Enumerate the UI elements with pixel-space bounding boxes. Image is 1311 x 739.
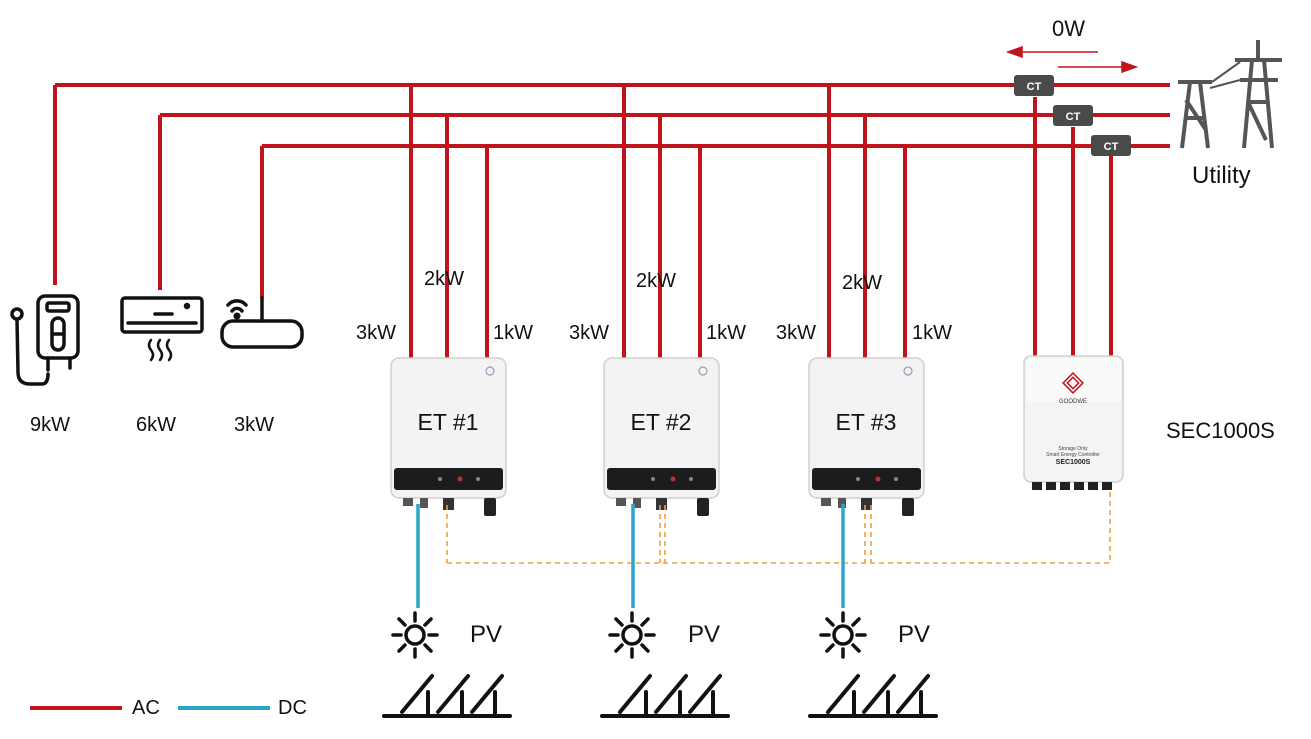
dc-lines — [416, 504, 845, 608]
et1-title: ET #1 — [417, 409, 479, 435]
sun-icon-1 — [391, 611, 439, 659]
et1-phase-l3-label: 1kW — [493, 322, 533, 344]
smart-energy-controller: GOODWE Storage Only Smart Energy Control… — [1023, 355, 1124, 490]
power-tower-icon — [1178, 40, 1282, 149]
water-heater-icon — [10, 294, 80, 386]
ac-bus-lines — [53, 83, 1170, 358]
ct-label-3: CT — [1104, 141, 1119, 153]
et3-pv-label: PV — [898, 621, 931, 648]
ct-sensor-2: CT — [1053, 105, 1093, 126]
et1-pv-label: PV — [470, 621, 503, 648]
load-label-router: 3kW — [234, 414, 274, 436]
ct-sensor-3: CT — [1091, 135, 1131, 156]
solar-panel-icon-3 — [808, 674, 938, 718]
ct-label-1: CT — [1027, 81, 1042, 93]
et2-phase-l1-label: 3kW — [569, 322, 609, 344]
et2-pv-label: PV — [688, 621, 721, 648]
sun-icon-3 — [819, 611, 867, 659]
sun-icon-2 — [608, 611, 656, 659]
et1-phase-l2-label: 2kW — [424, 268, 464, 290]
controller-caption-2: Smart Energy Controller — [1046, 452, 1100, 458]
air-conditioner-icon — [120, 296, 204, 362]
flow-arrows — [1005, 45, 1139, 74]
et3-phase-l1-label: 3kW — [776, 322, 816, 344]
utility-label: Utility — [1192, 162, 1251, 189]
legend-ac-label: AC — [132, 697, 160, 719]
legend-dc-label: DC — [278, 697, 307, 719]
solar-panel-icon-2 — [600, 674, 730, 718]
ct-label-2: CT — [1066, 111, 1081, 123]
load-label-water-heater: 9kW — [30, 414, 70, 436]
et3-phase-l2-label: 2kW — [842, 272, 882, 294]
inverter-et3 — [808, 357, 925, 516]
controller-caption-1: Storage Only — [1058, 446, 1088, 452]
communication-lines — [446, 492, 1111, 564]
inverter-et1 — [390, 357, 507, 516]
et3-phase-l3-label: 1kW — [912, 322, 952, 344]
solar-panel-icon-1 — [382, 674, 512, 718]
load-label-air-conditioner: 6kW — [136, 414, 176, 436]
controller-label: SEC1000S — [1166, 418, 1275, 443]
et2-title: ET #2 — [630, 409, 692, 435]
et2-phase-l3-label: 1kW — [706, 322, 746, 344]
et3-title: ET #3 — [835, 409, 897, 435]
et2-phase-l2-label: 2kW — [636, 270, 676, 292]
controller-brand: GOODWE — [1059, 399, 1087, 405]
et1-phase-l1-label: 3kW — [356, 322, 396, 344]
goodwe-logo-icon — [1062, 372, 1084, 394]
wifi-router-icon — [220, 296, 304, 349]
inverter-et2 — [603, 357, 720, 516]
controller-model: SEC1000S — [1056, 459, 1091, 466]
ct-sensor-1: CT — [1014, 75, 1054, 96]
flow-power-label: 0W — [1052, 16, 1085, 41]
